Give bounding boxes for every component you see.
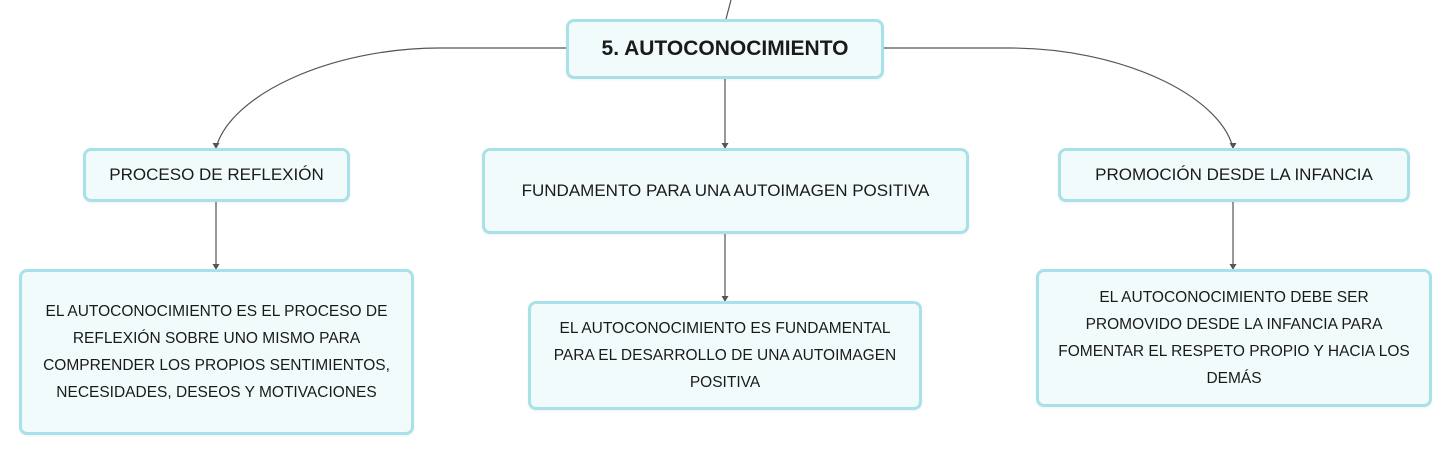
topic-label: PROMOCIÓN DESDE LA INFANCIA [1095,164,1373,184]
arrow-head [1229,264,1237,270]
connector-root-reflexion [215,47,566,149]
arrow-head [721,296,729,302]
subtopic-text: EL AUTOCONOCIMIENTO ES FUNDAMENTAL PARA … [553,320,897,391]
arrow-head [212,264,220,270]
topic-fundamento-autoimagen[interactable]: FUNDAMENTO PARA UNA AUTOIMAGEN POSITIVA [482,148,969,234]
root-topic-node[interactable]: 5. AUTOCONOCIMIENTO [566,19,884,79]
arrow-head [721,143,729,149]
topic-label: PROCESO DE REFLEXIÓN [109,164,324,184]
subtopic-reflexion-detail[interactable]: EL AUTOCONOCIMIENTO ES EL PROCESO DE REF… [19,269,414,435]
root-topic-label: 5. AUTOCONOCIMIENTO [601,37,849,60]
arrow-head [1229,143,1237,149]
topic-label: FUNDAMENTO PARA UNA AUTOIMAGEN POSITIVA [521,180,930,200]
parent-connector [725,0,732,20]
arrow-head [212,143,220,149]
topic-proceso-de-reflexion[interactable]: PROCESO DE REFLEXIÓN [83,148,350,202]
subtopic-infancia-detail[interactable]: EL AUTOCONOCIMIENTO DEBE SER PROMOVIDO D… [1036,269,1432,407]
subtopic-text: EL AUTOCONOCIMIENTO DEBE SER PROMOVIDO D… [1058,289,1410,387]
topic-promocion-infancia[interactable]: PROMOCIÓN DESDE LA INFANCIA [1058,148,1410,202]
subtopic-autoimagen-detail[interactable]: EL AUTOCONOCIMIENTO ES FUNDAMENTAL PARA … [528,301,922,410]
connector-root-infancia [884,47,1234,149]
subtopic-text: EL AUTOCONOCIMIENTO ES EL PROCESO DE REF… [43,303,390,401]
